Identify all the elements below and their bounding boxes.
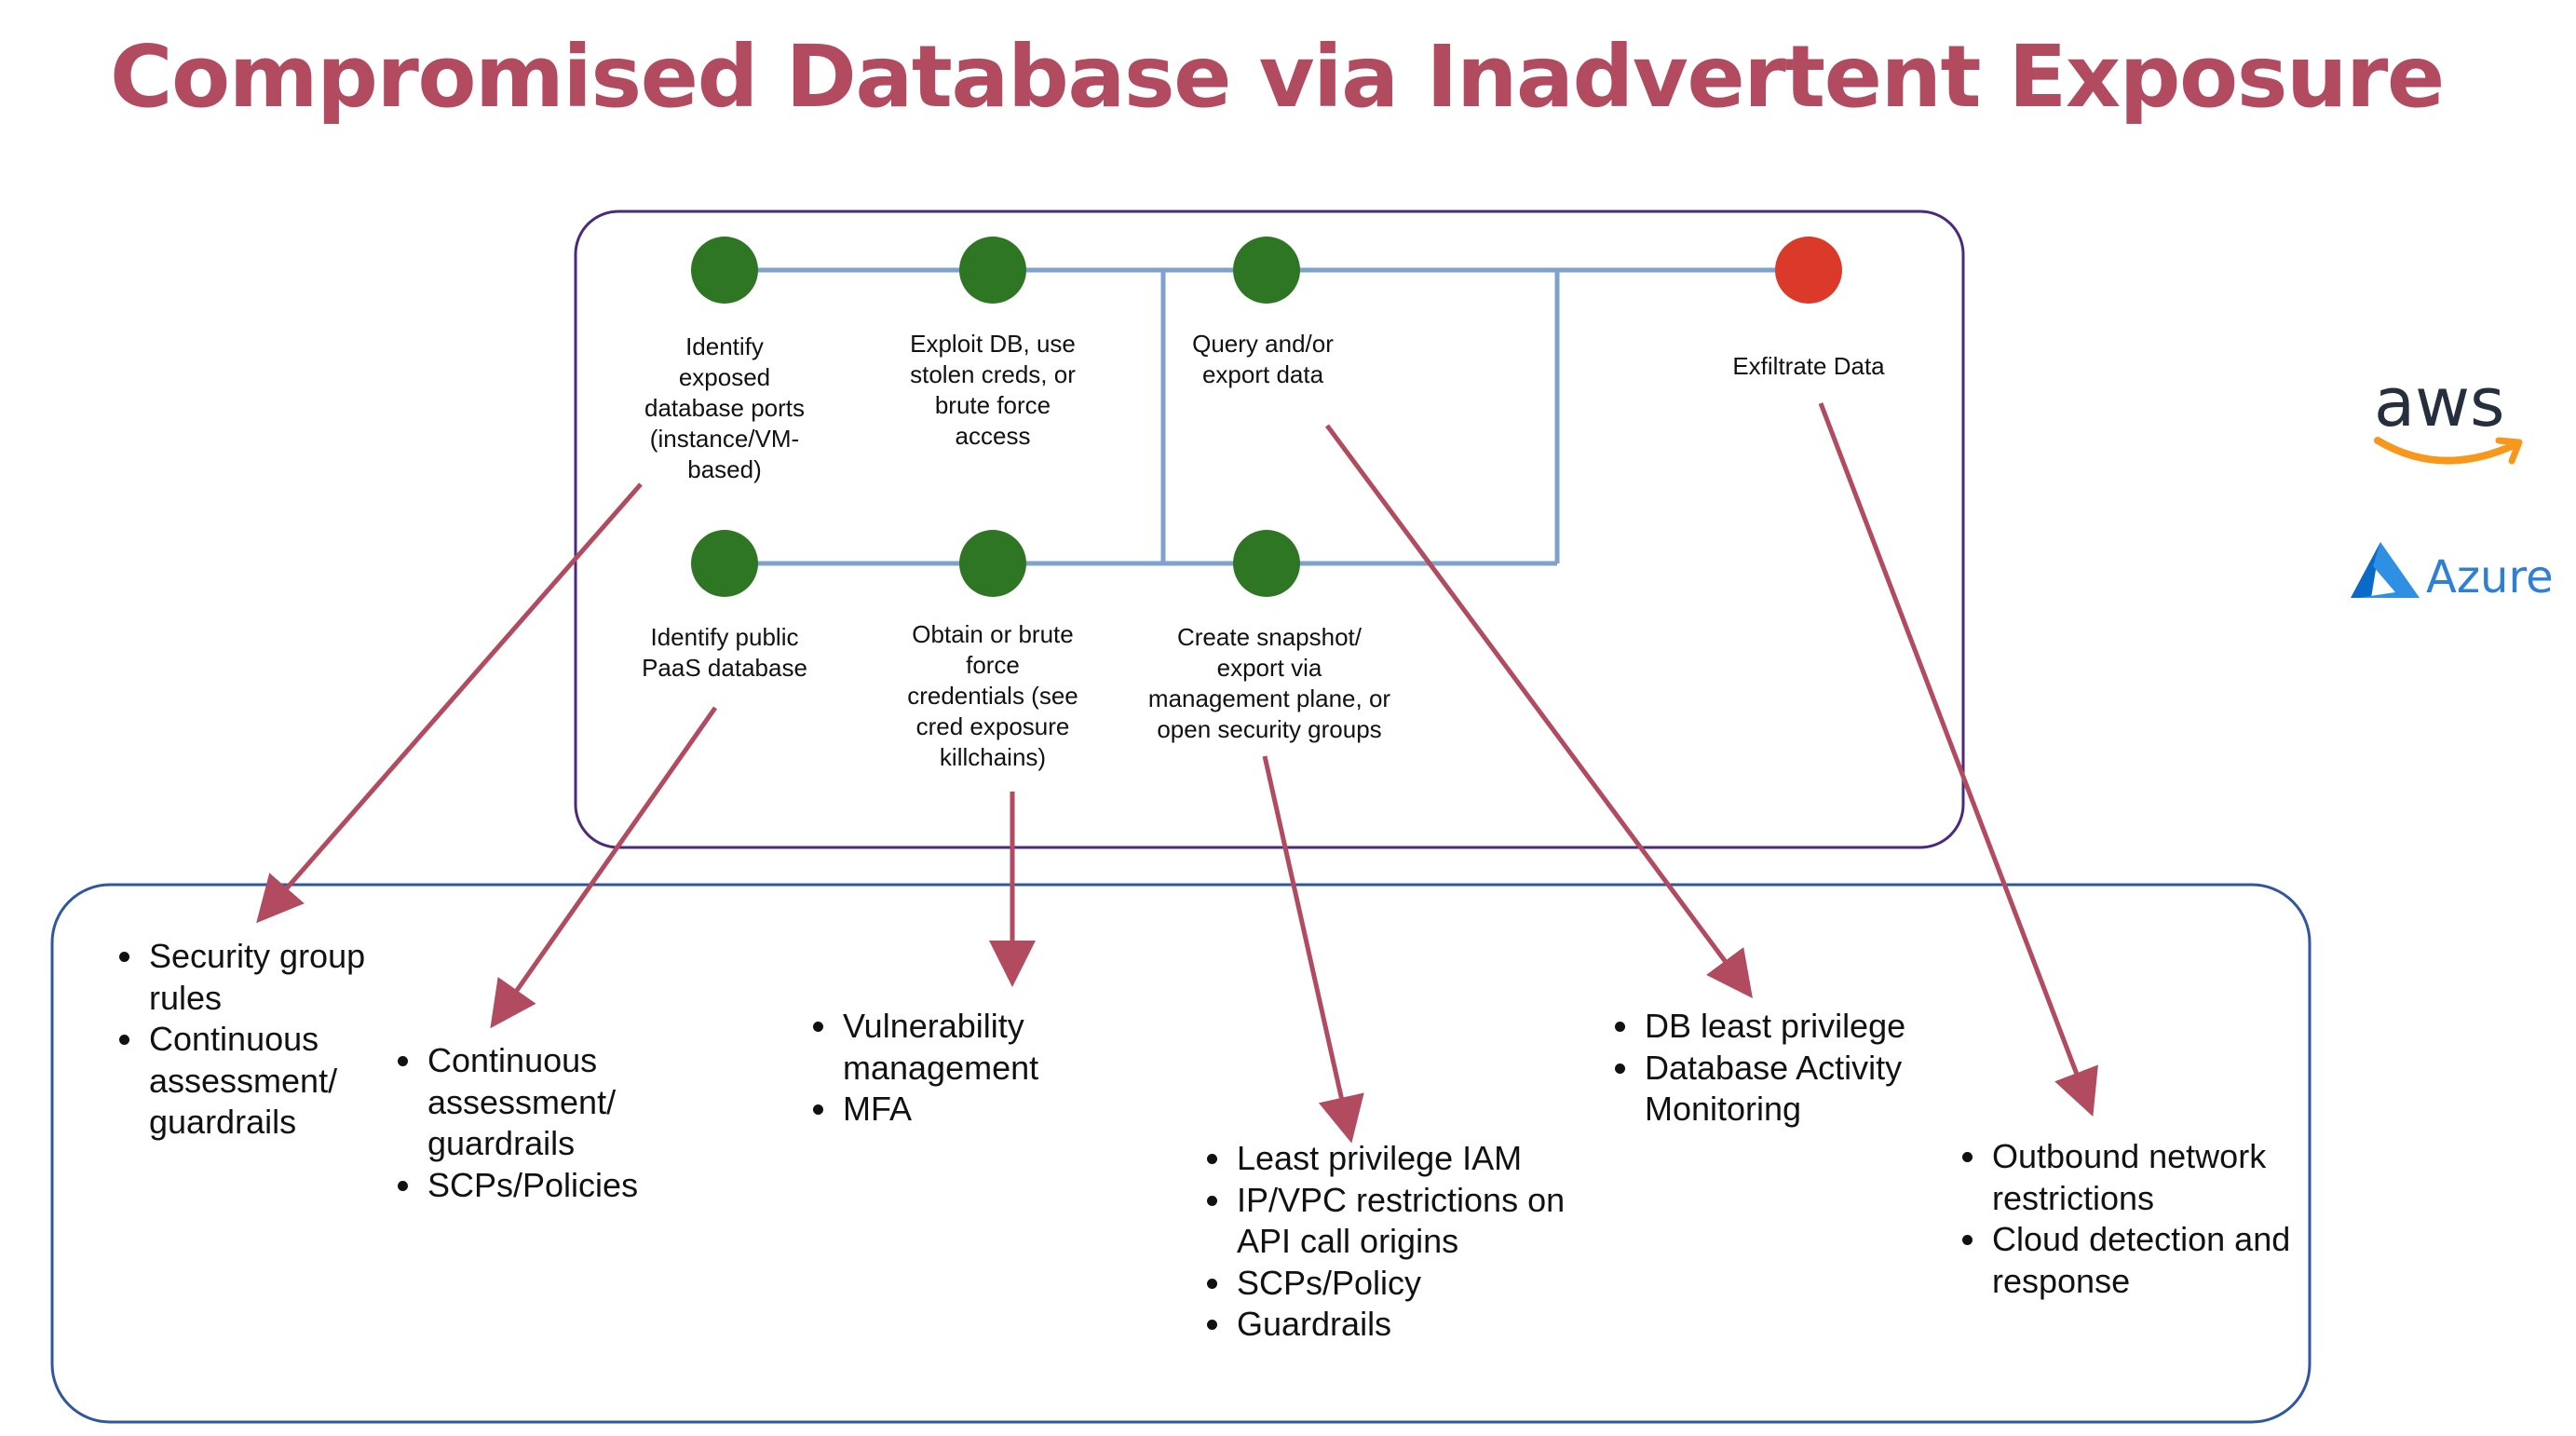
attack-step-node	[959, 237, 1026, 304]
azure-logo-text: Azure	[2426, 551, 2554, 603]
aws-logo-text: aws	[2374, 368, 2505, 441]
attack-step-node	[691, 530, 758, 597]
attack-path-box	[574, 210, 1965, 849]
mitigation-item: Guardrails	[1207, 1304, 1579, 1346]
mitigation-item: MFA	[813, 1089, 1092, 1131]
mapping-arrow	[490, 706, 718, 1029]
azure-logo-icon	[2351, 542, 2420, 598]
step-label-exfiltrate: Exfiltrate Data	[1732, 352, 1885, 380]
attack-step-node	[1775, 237, 1842, 304]
mapping-arrow	[256, 482, 643, 924]
aws-logo-icon: aws	[2374, 368, 2523, 465]
connector-lines	[725, 267, 1809, 566]
azure-logo: Azure	[2345, 542, 2554, 608]
attack-nodes	[691, 237, 1842, 597]
mapping-arrow	[1818, 402, 2098, 1118]
mitigation-box	[50, 883, 2312, 1424]
mitigation-item: SCPs/Policies	[398, 1165, 677, 1207]
attack-step-node	[1233, 530, 1300, 597]
mapping-arrows	[256, 402, 2098, 1144]
mitigation-item: Least privilege IAM	[1207, 1138, 1579, 1180]
attack-step-node	[1233, 237, 1300, 304]
attack-step-node	[691, 237, 758, 304]
mitigation-item: SCPs/Policy	[1207, 1263, 1579, 1305]
attack-step-node	[959, 530, 1026, 597]
mapping-arrow	[1324, 424, 1753, 999]
mapping-arrow	[1262, 755, 1364, 1144]
mitigation-item: DB least privilege	[1615, 1006, 1932, 1048]
slide-title: Compromised Database via Inadvertent Exp…	[110, 27, 2445, 127]
